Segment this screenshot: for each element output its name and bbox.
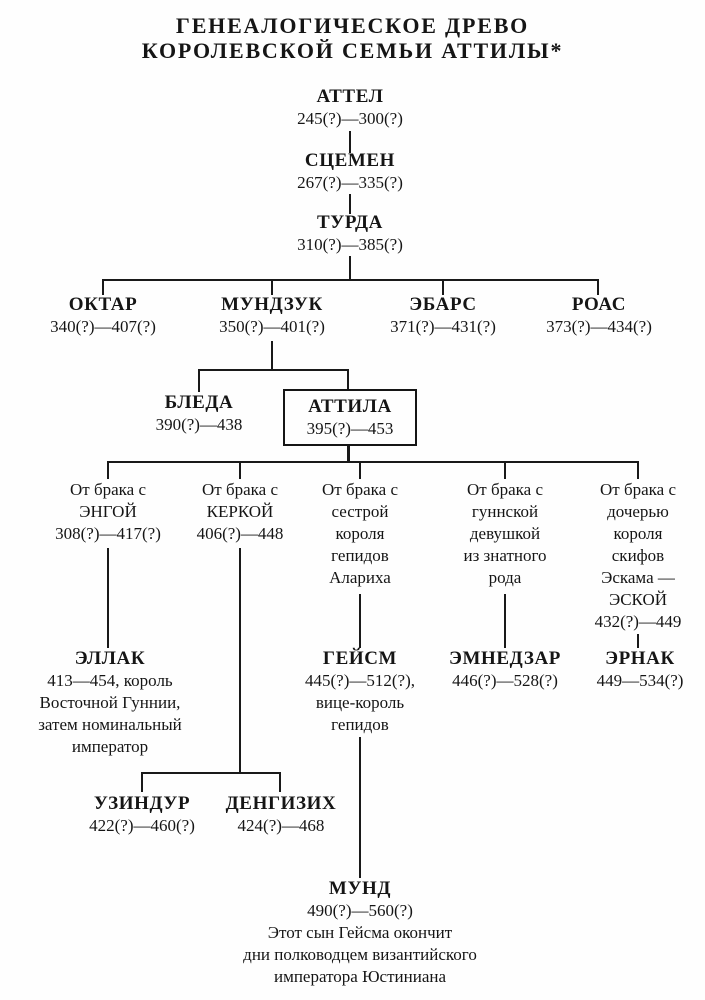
person-name: УЗИНДУР xyxy=(93,793,191,814)
node-mund: МУНД 490(?)—560(?) Этот сын Гейсма оконч… xyxy=(243,878,477,988)
connector-stub-uzindur xyxy=(141,772,143,792)
node-uzindur: УЗИНДУР 422(?)—460(?) xyxy=(89,793,195,837)
node-turda: ТУРДА 310(?)—385(?) xyxy=(297,212,403,256)
node-oktar: ОКТАР 340(?)—407(?) xyxy=(50,294,156,338)
person-dates: 446(?)—528(?) xyxy=(452,671,558,690)
person-name: ЭРНАК xyxy=(605,648,675,669)
connector-marriages-bar xyxy=(107,461,639,463)
person-dates: 424(?)—468 xyxy=(237,816,325,835)
connector-stub-roas xyxy=(597,279,599,295)
connector-scemen-turda xyxy=(349,194,351,214)
person-dates: 267(?)—335(?) xyxy=(297,173,403,192)
person-dates: 449—534(?) xyxy=(596,671,684,690)
person-name: АТТЕЛ xyxy=(316,86,384,107)
connector-stub-bleda xyxy=(198,369,200,392)
connector-turda-down xyxy=(349,256,351,280)
connector-stub-oktar xyxy=(102,279,104,295)
node-bleda: БЛЕДА 390(?)—438 xyxy=(156,392,243,436)
page-title: ГЕНЕАЛОГИЧЕСКОЕ ДРЕВО КОРОЛЕВСКОЙ СЕМЬИ … xyxy=(0,13,705,63)
person-name: РОАС xyxy=(571,294,627,315)
node-scemen: СЦЕМЕН 267(?)—335(?) xyxy=(297,150,403,194)
node-emnedzar: ЭМНЕДЗАР 446(?)—528(?) xyxy=(449,648,561,692)
connector-geism-mund xyxy=(359,737,361,878)
node-attila-box: АТТИЛА 395(?)—453 xyxy=(283,389,417,446)
node-mundzuk: МУНДЗУК 350(?)—401(?) xyxy=(219,294,325,338)
connector-kerka-sons-bar xyxy=(141,772,281,774)
connector-stub-marriage1 xyxy=(107,461,109,479)
connector-mundzuk-down xyxy=(271,341,273,370)
person-name: МУНД xyxy=(328,878,392,899)
person-name: ОКТАР xyxy=(68,294,138,315)
connector-kerka-down xyxy=(239,548,241,774)
node-ernak: ЭРНАК 449—534(?) xyxy=(597,648,684,692)
node-attel: АТТЕЛ 245(?)—300(?) xyxy=(297,86,403,130)
node-ebars: ЭБАРС 371(?)—431(?) xyxy=(390,294,496,338)
connector-stub-mundzuk xyxy=(271,279,273,295)
connector-stub-marriage3 xyxy=(359,461,361,479)
node-roas: РОАС 373(?)—434(?) xyxy=(546,294,652,338)
connector-attila-down xyxy=(347,446,350,462)
person-name: ЭМНЕДЗАР xyxy=(449,648,561,669)
person-name: СЦЕМЕН xyxy=(304,150,396,171)
connector-gen4-bar xyxy=(102,279,599,281)
person-dates: 310(?)—385(?) xyxy=(297,235,403,254)
person-dates: 490(?)—560(?) xyxy=(307,901,413,920)
page-title-line1: ГЕНЕАЛОГИЧЕСКОЕ ДРЕВО xyxy=(175,13,530,38)
person-name: АТТИЛА xyxy=(308,395,392,417)
person-dates: 340(?)—407(?) xyxy=(50,317,156,336)
person-dates: 390(?)—438 xyxy=(155,415,243,434)
connector-stub-marriage2 xyxy=(239,461,241,479)
person-dates: 395(?)—453 xyxy=(306,418,394,438)
connector-sister-geism xyxy=(359,594,361,648)
connector-enga-ellak xyxy=(107,548,109,648)
person-dates: 350(?)—401(?) xyxy=(219,317,325,336)
person-dates: 422(?)—460(?) xyxy=(89,816,195,835)
connector-stub-marriage4 xyxy=(504,461,506,479)
person-name: БЛЕДА xyxy=(164,392,234,413)
page-title-line2: КОРОЛЕВСКОЙ СЕМЬИ АТТИЛЫ* xyxy=(141,38,564,63)
person-name: ДЕНГИЗИХ xyxy=(225,793,337,814)
connector-attel-scemen xyxy=(349,131,351,153)
person-dates: 373(?)—434(?) xyxy=(546,317,652,336)
connector-stub-ebars xyxy=(442,279,444,295)
connector-eska-ernak xyxy=(637,634,639,648)
person-name: МУНДЗУК xyxy=(221,294,323,315)
connector-stub-marriage5 xyxy=(637,461,639,479)
connector-hungirl-emnedzar xyxy=(504,594,506,648)
person-name: ЭБАРС xyxy=(409,294,477,315)
person-name: ТУРДА xyxy=(317,212,383,233)
person-name: ЭЛЛАК xyxy=(74,648,146,669)
person-dates: 371(?)—431(?) xyxy=(390,317,496,336)
connector-stub-attila xyxy=(347,369,349,389)
person-dates: 245(?)—300(?) xyxy=(297,109,403,128)
person-name: ГЕЙСМ xyxy=(322,648,398,669)
connector-gen5-bar xyxy=(198,369,349,371)
connector-stub-dengizih xyxy=(279,772,281,792)
node-dengizih: ДЕНГИЗИХ 424(?)—468 xyxy=(226,793,337,837)
